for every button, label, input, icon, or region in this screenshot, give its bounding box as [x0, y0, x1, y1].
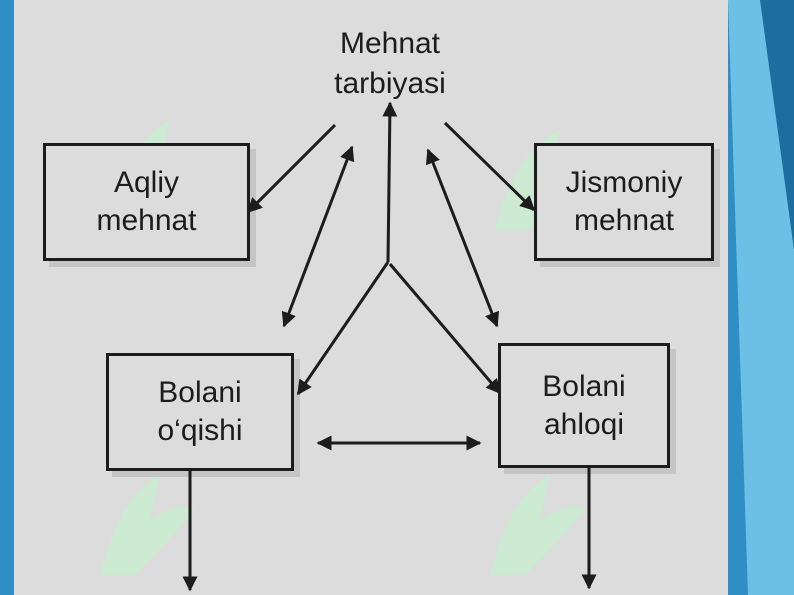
root-node-title: Mehnat tarbiyasi — [290, 24, 490, 104]
node-ahloqi-line1: Bolani — [542, 369, 626, 403]
node-aqliy-line2: mehnat — [96, 204, 197, 237]
arrow-oqishi-title — [281, 145, 355, 328]
arrow-stem-up — [382, 101, 398, 263]
arrow-title-to-jismoniy — [443, 121, 536, 212]
slide-canvas — [14, 0, 728, 595]
root-title-line1: Mehnat — [339, 27, 441, 60]
arrow-fork-to-oqishi — [296, 261, 390, 396]
node-aqliy-mehnat: Aqliy mehnat — [43, 143, 250, 261]
node-bolani-oqishi: Bolani o‘qishi — [106, 353, 294, 471]
node-ahloqi-line2: ahloqi — [543, 407, 625, 441]
node-oqishi-line2: o‘qishi — [157, 414, 243, 447]
node-bolani-ahloqi: Bolani ahloqi — [498, 343, 670, 468]
node-aqliy-line1: Aqliy — [113, 166, 180, 199]
arrow-ahloqi-title — [425, 148, 500, 328]
node-jismoniy-line2: mehnat — [573, 204, 675, 237]
node-jismoniy-mehnat: Jismoniy mehnat — [534, 143, 714, 261]
root-title-line2: tarbiyasi — [334, 67, 446, 100]
arrow-fork-to-ahloqi — [388, 263, 502, 395]
arrow-title-to-aqliy — [246, 123, 337, 214]
node-jismoniy-line1: Jismoniy — [565, 166, 683, 199]
node-oqishi-line1: Bolani — [158, 376, 242, 409]
